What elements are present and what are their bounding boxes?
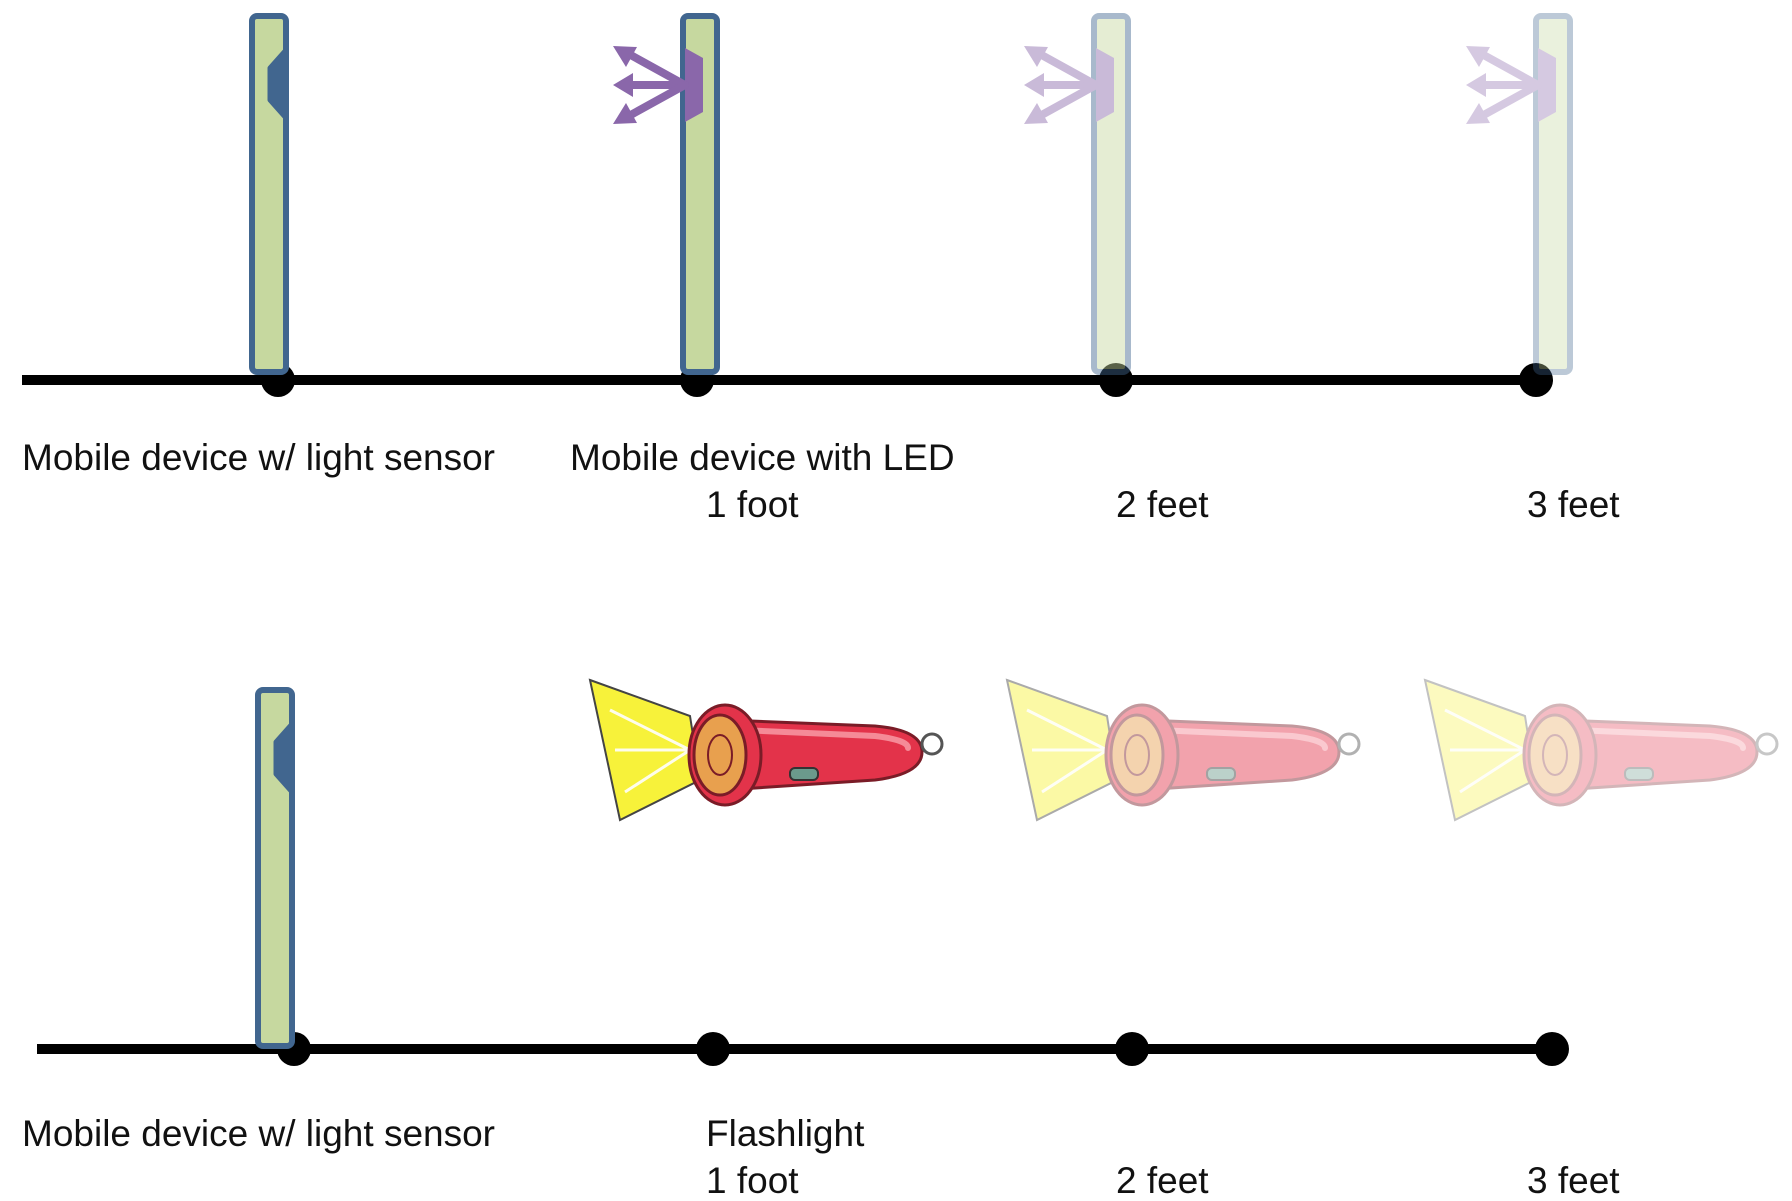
bottom-emitter-label: Flashlight bbox=[706, 1113, 865, 1154]
top-receiver-phone-icon bbox=[252, 16, 286, 372]
top-receiver-label: Mobile device w/ light sensor bbox=[22, 437, 495, 478]
led-phone-1ft-icon bbox=[613, 16, 717, 372]
bottom-distance-label-1: 1 foot bbox=[706, 1160, 799, 1201]
flashlight-3ft-icon bbox=[1425, 680, 1777, 820]
top-distance-label-1: 1 foot bbox=[706, 484, 799, 525]
bottom-receiver-phone-icon bbox=[258, 690, 292, 1046]
top-distance-label-2: 2 feet bbox=[1116, 484, 1209, 525]
bottom-distance-label-3: 3 feet bbox=[1527, 1160, 1620, 1201]
bottom-distance-marker-3 bbox=[1535, 1032, 1569, 1066]
bottom-distance-marker-2 bbox=[1115, 1032, 1149, 1066]
led-phone-2ft-icon bbox=[1024, 16, 1128, 372]
bottom-receiver-label: Mobile device w/ light sensor bbox=[22, 1113, 495, 1154]
flashlight-2ft-icon bbox=[1007, 680, 1359, 820]
bottom-distance-label-2: 2 feet bbox=[1116, 1160, 1209, 1201]
flashlight-1ft-icon bbox=[590, 680, 942, 820]
bottom-distance-marker-1 bbox=[696, 1032, 730, 1066]
led-phone-3ft-icon bbox=[1466, 16, 1570, 372]
top-distance-label-3: 3 feet bbox=[1527, 484, 1620, 525]
top-emitter-label: Mobile device with LED bbox=[570, 437, 955, 478]
